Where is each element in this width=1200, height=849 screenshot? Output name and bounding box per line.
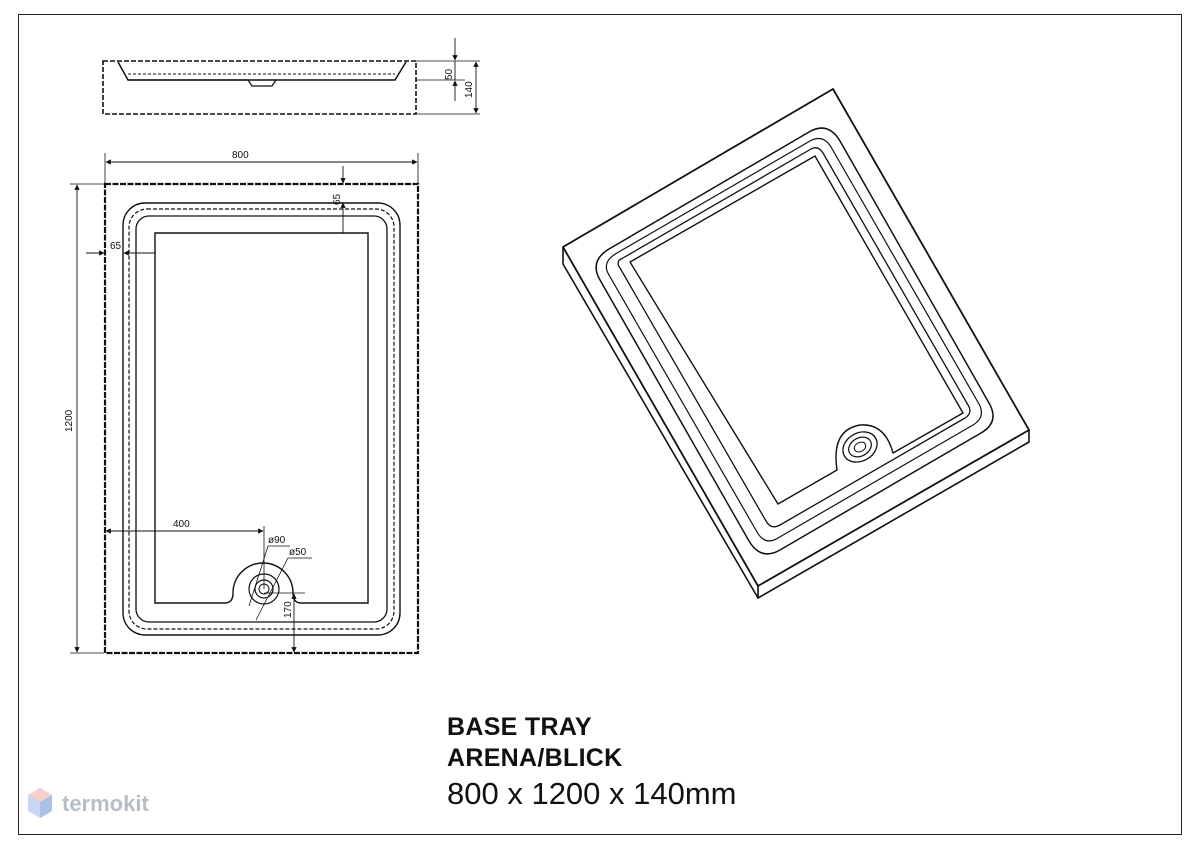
dim-400-label: 400 bbox=[173, 519, 190, 530]
dim-inner-diameter-label: ø50 bbox=[289, 547, 307, 558]
title-block: BASE TRAY ARENA/BLICK 800 x 1200 x 140mm bbox=[447, 712, 737, 812]
watermark: termokit bbox=[26, 786, 149, 822]
dim-outer-diameter-label: ø90 bbox=[268, 535, 286, 546]
dim-140-label: 140 bbox=[464, 81, 475, 98]
side-view bbox=[102, 38, 480, 115]
title-model-name: ARENA/BLICK bbox=[447, 744, 623, 772]
drawing-frame bbox=[18, 14, 1182, 835]
dim-170-label: 170 bbox=[283, 601, 294, 618]
dim-50-label: 50 bbox=[444, 68, 455, 80]
plan-view bbox=[70, 153, 420, 655]
cube-logo-icon bbox=[28, 788, 52, 818]
dim-rim-side-label: 65 bbox=[110, 241, 122, 252]
dim-800-label: 800 bbox=[232, 150, 249, 161]
title-product-type: BASE TRAY bbox=[447, 713, 592, 741]
isometric-view bbox=[562, 88, 1030, 599]
dim-rim-top-label: 65 bbox=[332, 193, 343, 205]
watermark-text: termokit bbox=[62, 791, 149, 816]
dim-1200-label: 1200 bbox=[64, 409, 75, 432]
title-size: 800 x 1200 x 140mm bbox=[447, 776, 737, 811]
